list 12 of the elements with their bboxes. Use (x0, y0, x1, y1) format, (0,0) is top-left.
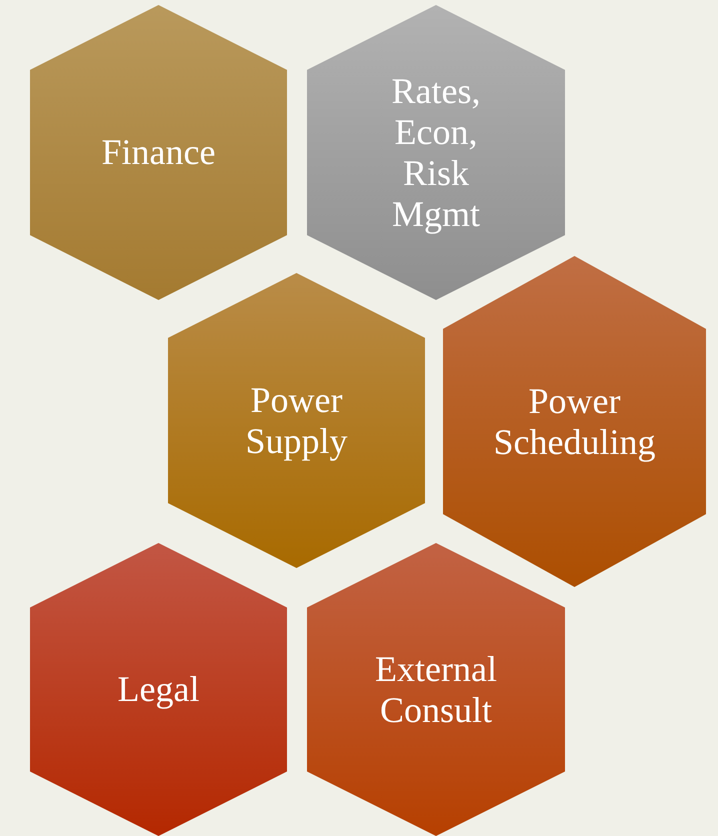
hexagon (168, 273, 425, 568)
hexagon-label: Power Scheduling (492, 380, 656, 462)
hexagon-label: Legal (118, 669, 200, 710)
hexagon-label: External Consult (374, 648, 498, 730)
hexagon-label: Rates, Econ, Risk Mgmt (390, 70, 482, 234)
hexagon (307, 5, 565, 300)
hexagon (307, 543, 565, 836)
hexagon-label: Finance (102, 132, 216, 173)
hexagon (30, 543, 287, 836)
hexagon-label: Power Supply (244, 380, 349, 462)
hexagon (30, 5, 287, 300)
hexagon (443, 256, 706, 587)
